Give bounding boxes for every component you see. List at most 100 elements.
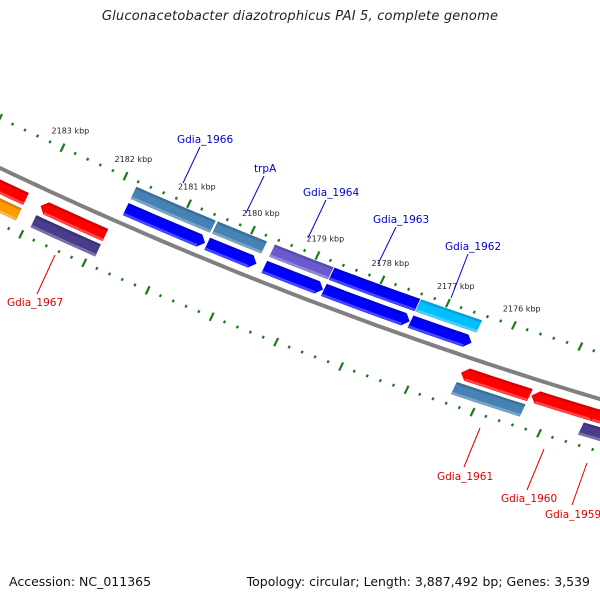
kbp-label: 2182 kbp — [115, 155, 153, 164]
minor-tick — [111, 168, 115, 173]
gene-label-Gdia_1966[interactable]: Gdia_1966 — [177, 134, 233, 146]
gene-label-Gdia_1967[interactable]: Gdia_1967 — [7, 297, 63, 309]
major-tick — [379, 275, 386, 285]
major-tick — [469, 407, 476, 417]
minor-tick — [200, 207, 204, 211]
minor-tick — [136, 180, 140, 184]
label-leader-line — [571, 462, 588, 506]
gene-labels[interactable]: Gdia_1967 Gdia_1966 trpA Gdia_1964Gdia_1963… — [7, 134, 600, 521]
gene-cog-Gdia_1964[interactable] — [269, 244, 334, 280]
gene-label-Gdia_1959[interactable]: Gdia_1959 — [545, 509, 600, 521]
minor-tick — [23, 128, 27, 132]
minor-tick — [44, 244, 48, 248]
minor-tick — [564, 439, 568, 444]
minor-tick — [7, 226, 11, 231]
gene-label-Gdia_1961[interactable]: Gdia_1961 — [437, 471, 493, 483]
major-tick — [122, 171, 129, 181]
major-tick — [510, 320, 517, 330]
minor-tick — [248, 330, 252, 334]
gene-cog-Gdia_1966[interactable] — [130, 186, 216, 233]
gene-cog-Gdia_1961[interactable] — [450, 381, 526, 417]
gene-trpA[interactable] — [204, 237, 257, 268]
minor-tick — [367, 273, 372, 277]
minor-tick — [222, 320, 227, 324]
minor-tick — [565, 340, 569, 345]
major-tick — [250, 225, 256, 235]
minor-tick — [302, 248, 307, 253]
major-tick — [18, 229, 25, 239]
major-tick — [144, 285, 151, 295]
gene-cog-Gdia_1962[interactable] — [415, 299, 483, 333]
minor-tick — [485, 314, 490, 319]
minor-tick — [171, 299, 175, 303]
minor-tick — [86, 157, 90, 161]
gene-Gdia_1959[interactable] — [588, 408, 600, 442]
minor-tick — [300, 350, 304, 354]
minor-tick — [238, 223, 242, 227]
label-leader-line — [377, 226, 397, 265]
gene-Gdia_1966[interactable] — [122, 202, 206, 247]
minor-tick — [48, 140, 52, 144]
gene-label-Gdia_1963[interactable]: Gdia_1963 — [373, 214, 429, 226]
kbp-label: 2176 kbp — [503, 304, 541, 313]
gene-Gdia_1967[interactable] — [40, 202, 109, 242]
minor-tick — [133, 283, 137, 287]
minor-tick — [57, 249, 61, 254]
kbp-label: 2181 kbp — [178, 183, 216, 192]
gene-label-Gdia_1962[interactable]: Gdia_1962 — [445, 241, 501, 253]
minor-tick — [433, 296, 437, 301]
minor-tick — [161, 191, 166, 195]
gene-track[interactable] — [0, 174, 600, 458]
minor-tick — [365, 374, 369, 378]
gene-Gdia_1963[interactable] — [320, 283, 410, 326]
minor-tick — [10, 122, 15, 126]
label-leader-line — [463, 427, 481, 468]
gene-cog-Gdia_1968[interactable] — [0, 187, 22, 221]
minor-tick — [264, 233, 268, 237]
gene-cog-Gdia_1967[interactable] — [30, 215, 101, 257]
minor-tick — [418, 392, 422, 397]
minor-tick — [69, 255, 74, 259]
minor-tick — [550, 435, 555, 440]
major-tick — [186, 199, 192, 209]
gene-cog-Gdia_1963[interactable] — [328, 267, 421, 312]
minor-tick — [184, 304, 188, 309]
minor-tick — [235, 325, 240, 329]
minor-tick — [73, 151, 77, 156]
kbp-label: 2178 kbp — [371, 259, 409, 268]
major-tick — [59, 143, 66, 153]
label-leader-line — [36, 254, 56, 295]
major-tick — [0, 113, 3, 121]
gene-label-Gdia_1960[interactable]: Gdia_1960 — [501, 493, 557, 505]
major-tick — [445, 298, 451, 308]
gene-Gdia_1960[interactable] — [531, 391, 600, 424]
major-tick — [577, 342, 584, 352]
gene-Gdia_1964[interactable] — [261, 260, 324, 294]
accession-text: Accession: NC_011365 — [9, 574, 152, 589]
minor-tick — [326, 359, 330, 364]
major-tick — [403, 385, 410, 395]
minor-tick — [577, 443, 581, 448]
major-tick — [536, 428, 542, 438]
gene-cog-trpA[interactable] — [211, 221, 268, 254]
label-leader-line — [450, 253, 469, 299]
gene-cog-Gdia_1959[interactable] — [577, 422, 600, 458]
gene-Gdia_1962[interactable] — [407, 315, 472, 347]
minor-tick — [431, 397, 435, 401]
minor-tick — [391, 383, 396, 387]
gene-Gdia_1961[interactable] — [461, 368, 533, 402]
gene-label-Gdia_1964[interactable]: Gdia_1964 — [303, 187, 359, 199]
minor-tick — [420, 292, 424, 296]
minor-tick — [158, 293, 163, 298]
minor-tick — [444, 401, 448, 405]
major-tick — [81, 258, 88, 268]
gene-Gdia_1968[interactable] — [0, 174, 29, 206]
label-leader-line — [526, 448, 545, 491]
minor-tick — [95, 266, 99, 271]
gene-label-trpA[interactable]: trpA — [254, 163, 277, 175]
minor-tick — [120, 277, 124, 282]
major-tick — [208, 312, 215, 322]
minor-tick — [524, 427, 528, 431]
major-tick — [314, 250, 321, 261]
